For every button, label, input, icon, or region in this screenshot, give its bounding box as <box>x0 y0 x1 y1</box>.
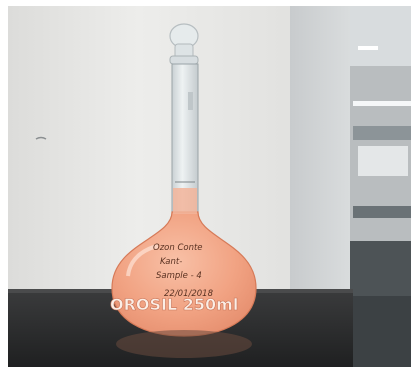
brand-text: OROSIL 250ml <box>110 295 238 314</box>
photo-scene: Ozon Conte Kant- Sample - 4 22/01/2018 O… <box>8 6 411 367</box>
lab-photo: Ozon Conte Kant- Sample - 4 22/01/2018 O… <box>8 6 411 367</box>
label-line3: Sample - 4 <box>156 271 202 281</box>
label-line2: Kant- <box>160 257 182 267</box>
flask-label: Ozon Conte Kant- Sample - 4 22/01/2018 <box>153 243 214 299</box>
lab-bench <box>353 206 411 218</box>
neck-reflection <box>188 92 193 110</box>
ceiling <box>350 6 411 66</box>
pillar <box>290 6 350 306</box>
lab-shelf <box>353 126 411 140</box>
flask-lip <box>169 55 199 65</box>
counter-reflection <box>116 330 252 358</box>
ceiling-light <box>358 46 378 50</box>
label-line1: Ozon Conte <box>153 243 203 253</box>
wall-mark <box>35 136 47 140</box>
bulb-highlight <box>126 244 159 277</box>
label-line4: 22/01/2018 <box>164 289 214 299</box>
lab-equipment <box>358 146 408 176</box>
neck-liquid <box>173 188 197 214</box>
lab-light-strip <box>353 101 411 106</box>
